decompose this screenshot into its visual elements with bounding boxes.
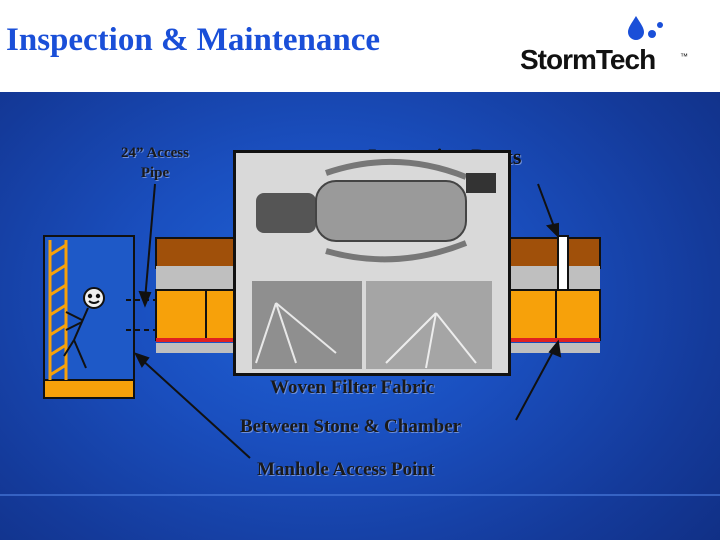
footer-divider [0,494,720,496]
slide-title: Inspection & Maintenance [6,22,380,58]
jetter-nozzle-photo [233,150,511,376]
ladder-icon [48,240,68,380]
logo-trademark: ™ [680,52,688,61]
inspection-port [557,235,569,291]
nozzle-photo-image [236,153,508,373]
manhole-access-label: Manhole Access Point [257,459,435,480]
worker-figure-icon [63,287,105,369]
manhole-floor [43,379,135,399]
access-pipe-label-line1: 24” Access [121,145,189,161]
water-drop-icon [628,16,663,40]
logo-text: StormTech [520,44,656,75]
filter-fabric-label-line1: Woven Filter Fabric [270,377,435,398]
filter-fabric-label-line2: Between Stone & Chamber [240,416,462,437]
access-pipe-label-line2: Pipe [140,165,170,181]
stormtech-logo: StormTech ™ [520,14,710,75]
access-pipe-label: 24” Access Pipe [100,143,210,183]
title-bar: Inspection & Maintenance StormTech ™ [0,0,720,92]
